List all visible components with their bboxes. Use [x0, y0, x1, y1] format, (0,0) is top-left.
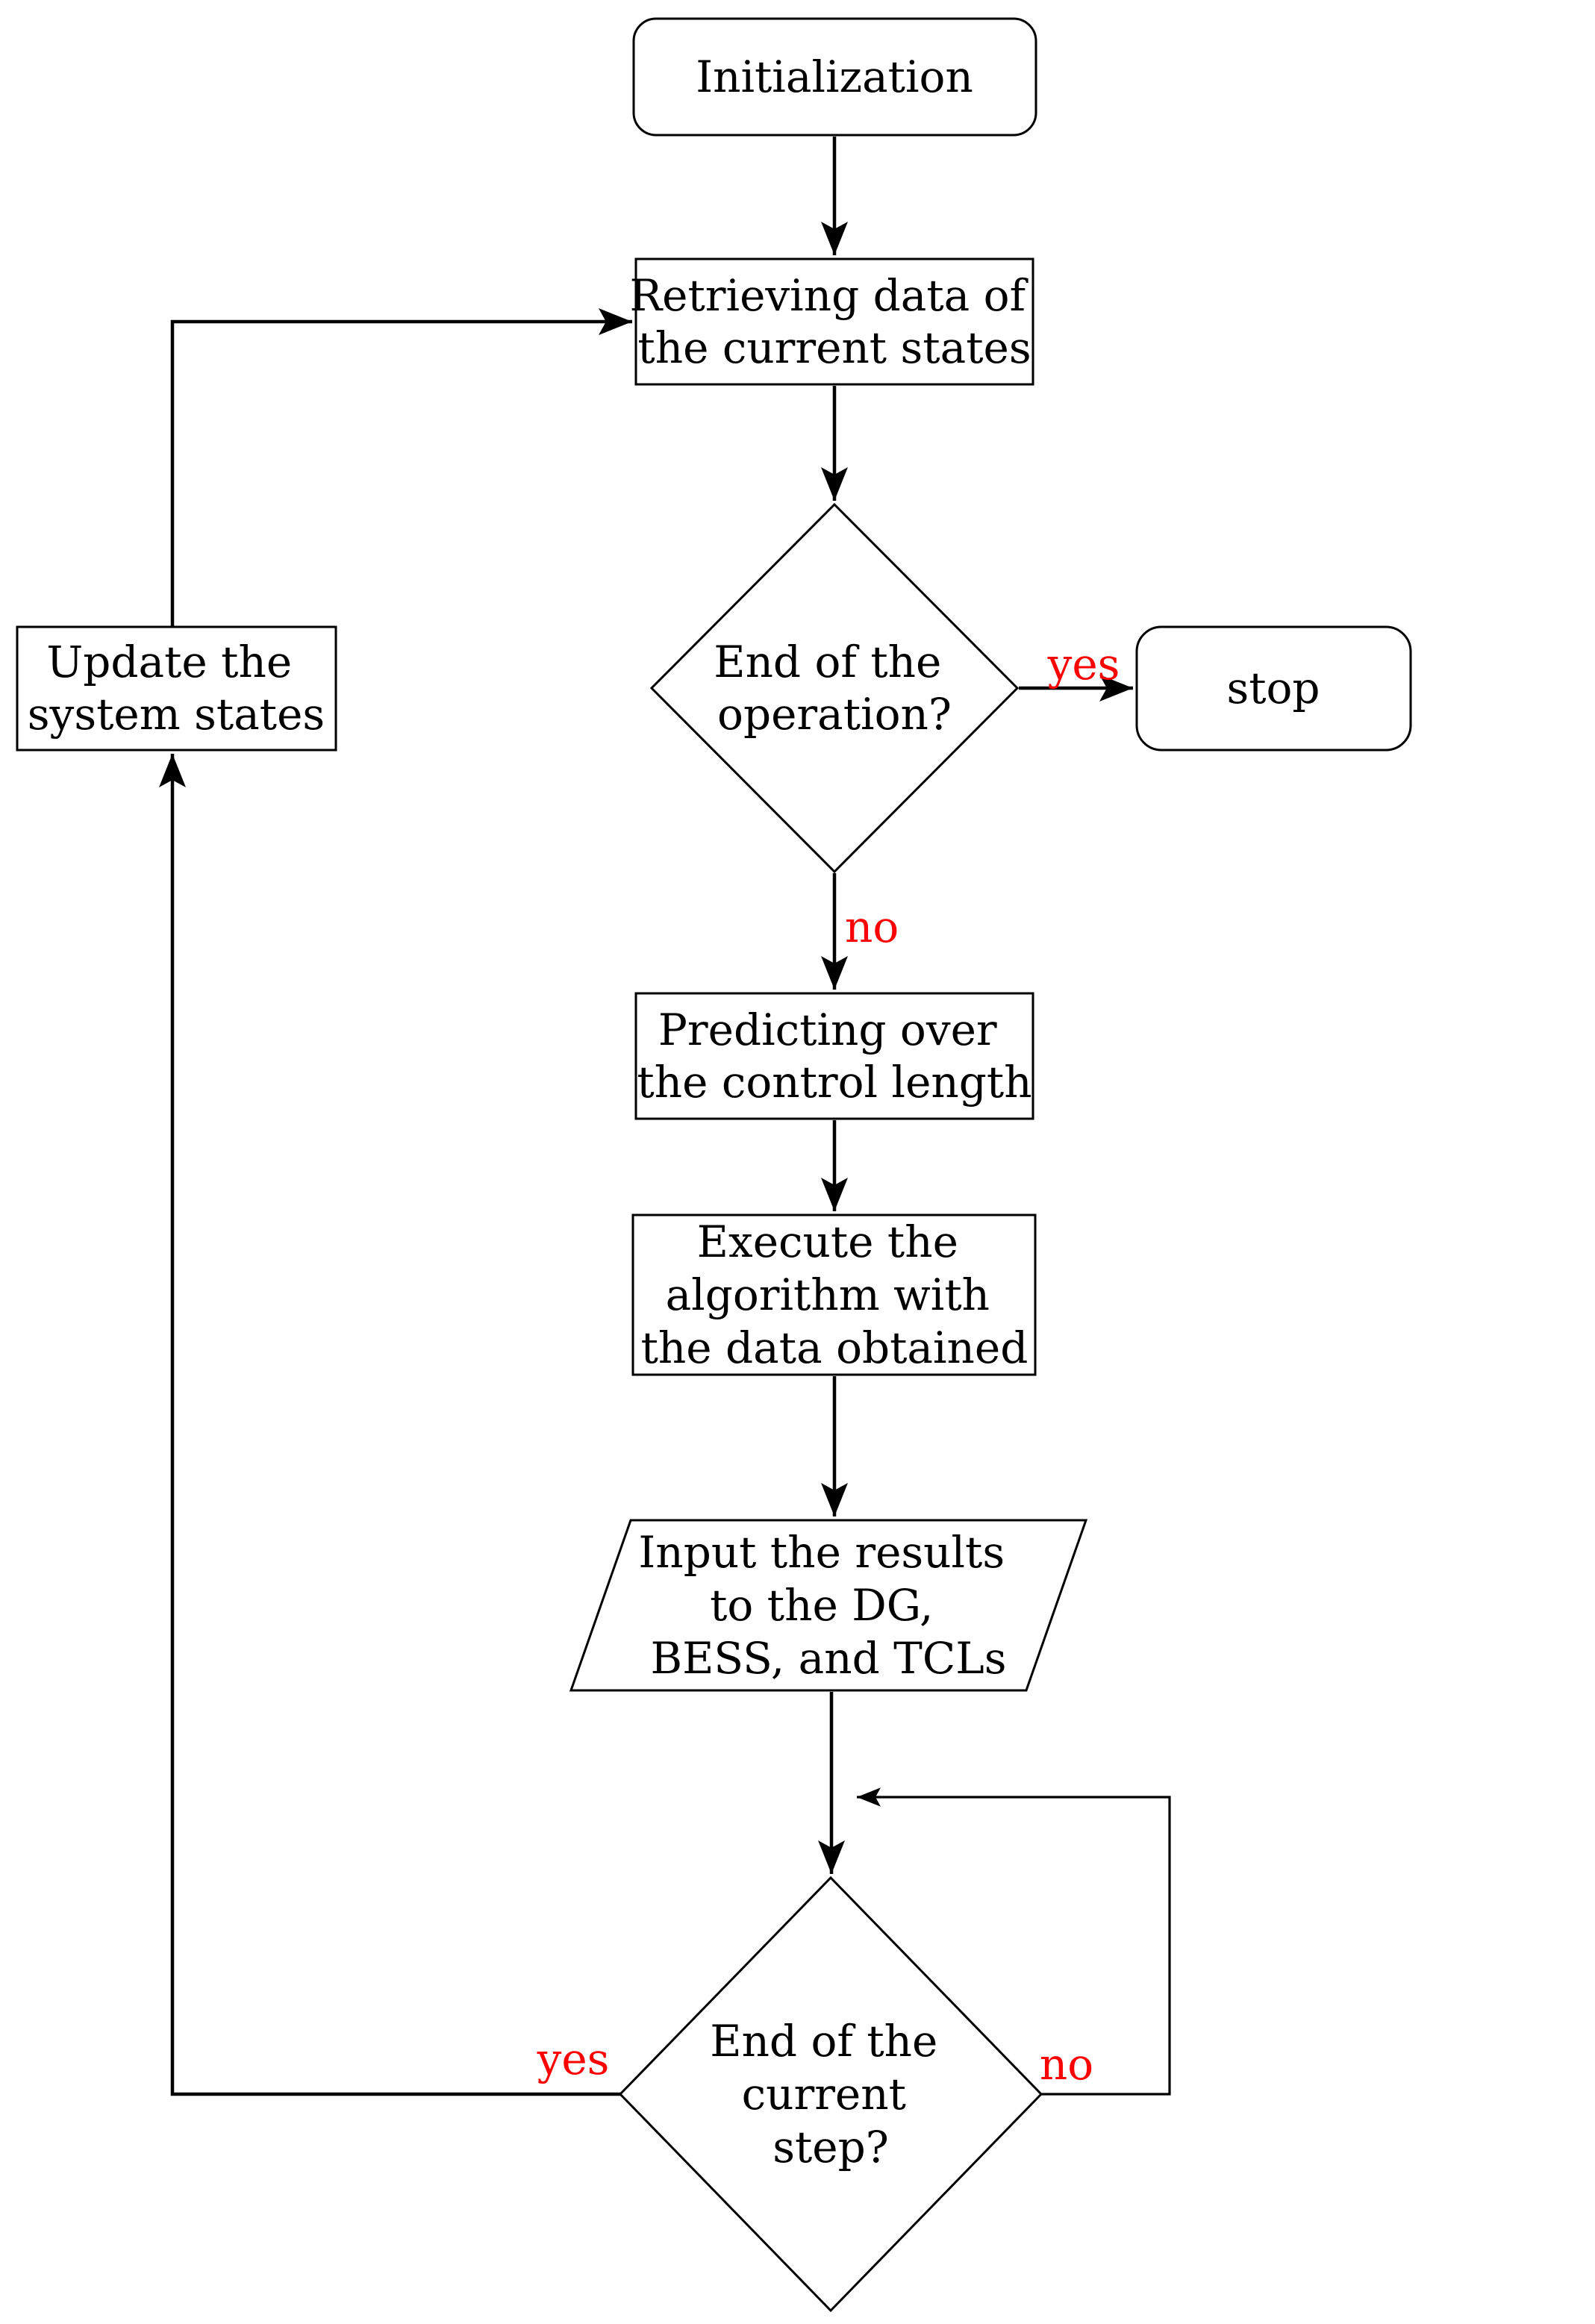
execute-algorithm-label: Execute the algorithm with the data obta…	[641, 1202, 1029, 1373]
stop-label: stop	[1226, 663, 1320, 713]
input-results-parallelogram	[569, 1519, 1088, 1692]
node-predicting: Predicting over the control length	[634, 990, 1034, 1120]
end-of-step-diamond	[618, 1875, 1043, 2313]
retrieve-data-label: Retrieving data of the current states	[630, 255, 1040, 373]
input-results-label: Input the results to the DG, BESS, and T…	[638, 1512, 1018, 1684]
edge-end-of-step-yes-to-update	[159, 754, 620, 2096]
node-end-of-operation: End of the operation?	[649, 502, 1020, 874]
retrieve-data-box	[634, 257, 1034, 386]
label-operation-yes: yes	[1047, 639, 1120, 690]
node-update-states: Update the system states	[16, 622, 337, 752]
initialization-label: Initialization	[696, 51, 973, 102]
execute-algorithm-box	[631, 1213, 1037, 1376]
end-of-step-label: End of the current step?	[710, 2001, 952, 2172]
node-execute-algorithm: Execute the algorithm with the data obta…	[631, 1202, 1037, 1376]
predicting-box	[634, 992, 1034, 1120]
node-retrieve-data: Retrieving data of the current states	[630, 255, 1040, 386]
edge-end-of-step-no-loop	[857, 1787, 1171, 2096]
label-operation-no: no	[845, 902, 899, 952]
node-initialization: Initialization	[632, 17, 1037, 137]
label-step-no: no	[1040, 2039, 1093, 2090]
update-states-label: Update the system states	[28, 622, 325, 740]
update-states-box	[16, 625, 337, 752]
end-of-operation-label: End of the operation?	[714, 622, 955, 740]
node-input-results: Input the results to the DG, BESS, and T…	[569, 1512, 1088, 1692]
stop-box	[1135, 625, 1412, 752]
label-step-yes: yes	[537, 2034, 610, 2084]
edge-update-to-retrieve	[170, 308, 632, 626]
node-stop: stop	[1135, 625, 1412, 752]
node-end-of-step: End of the current step?	[618, 1875, 1043, 2313]
initialization-box	[632, 17, 1037, 137]
predicting-label: Predicting over the control length	[637, 990, 1031, 1108]
end-of-operation-diamond	[649, 502, 1020, 874]
